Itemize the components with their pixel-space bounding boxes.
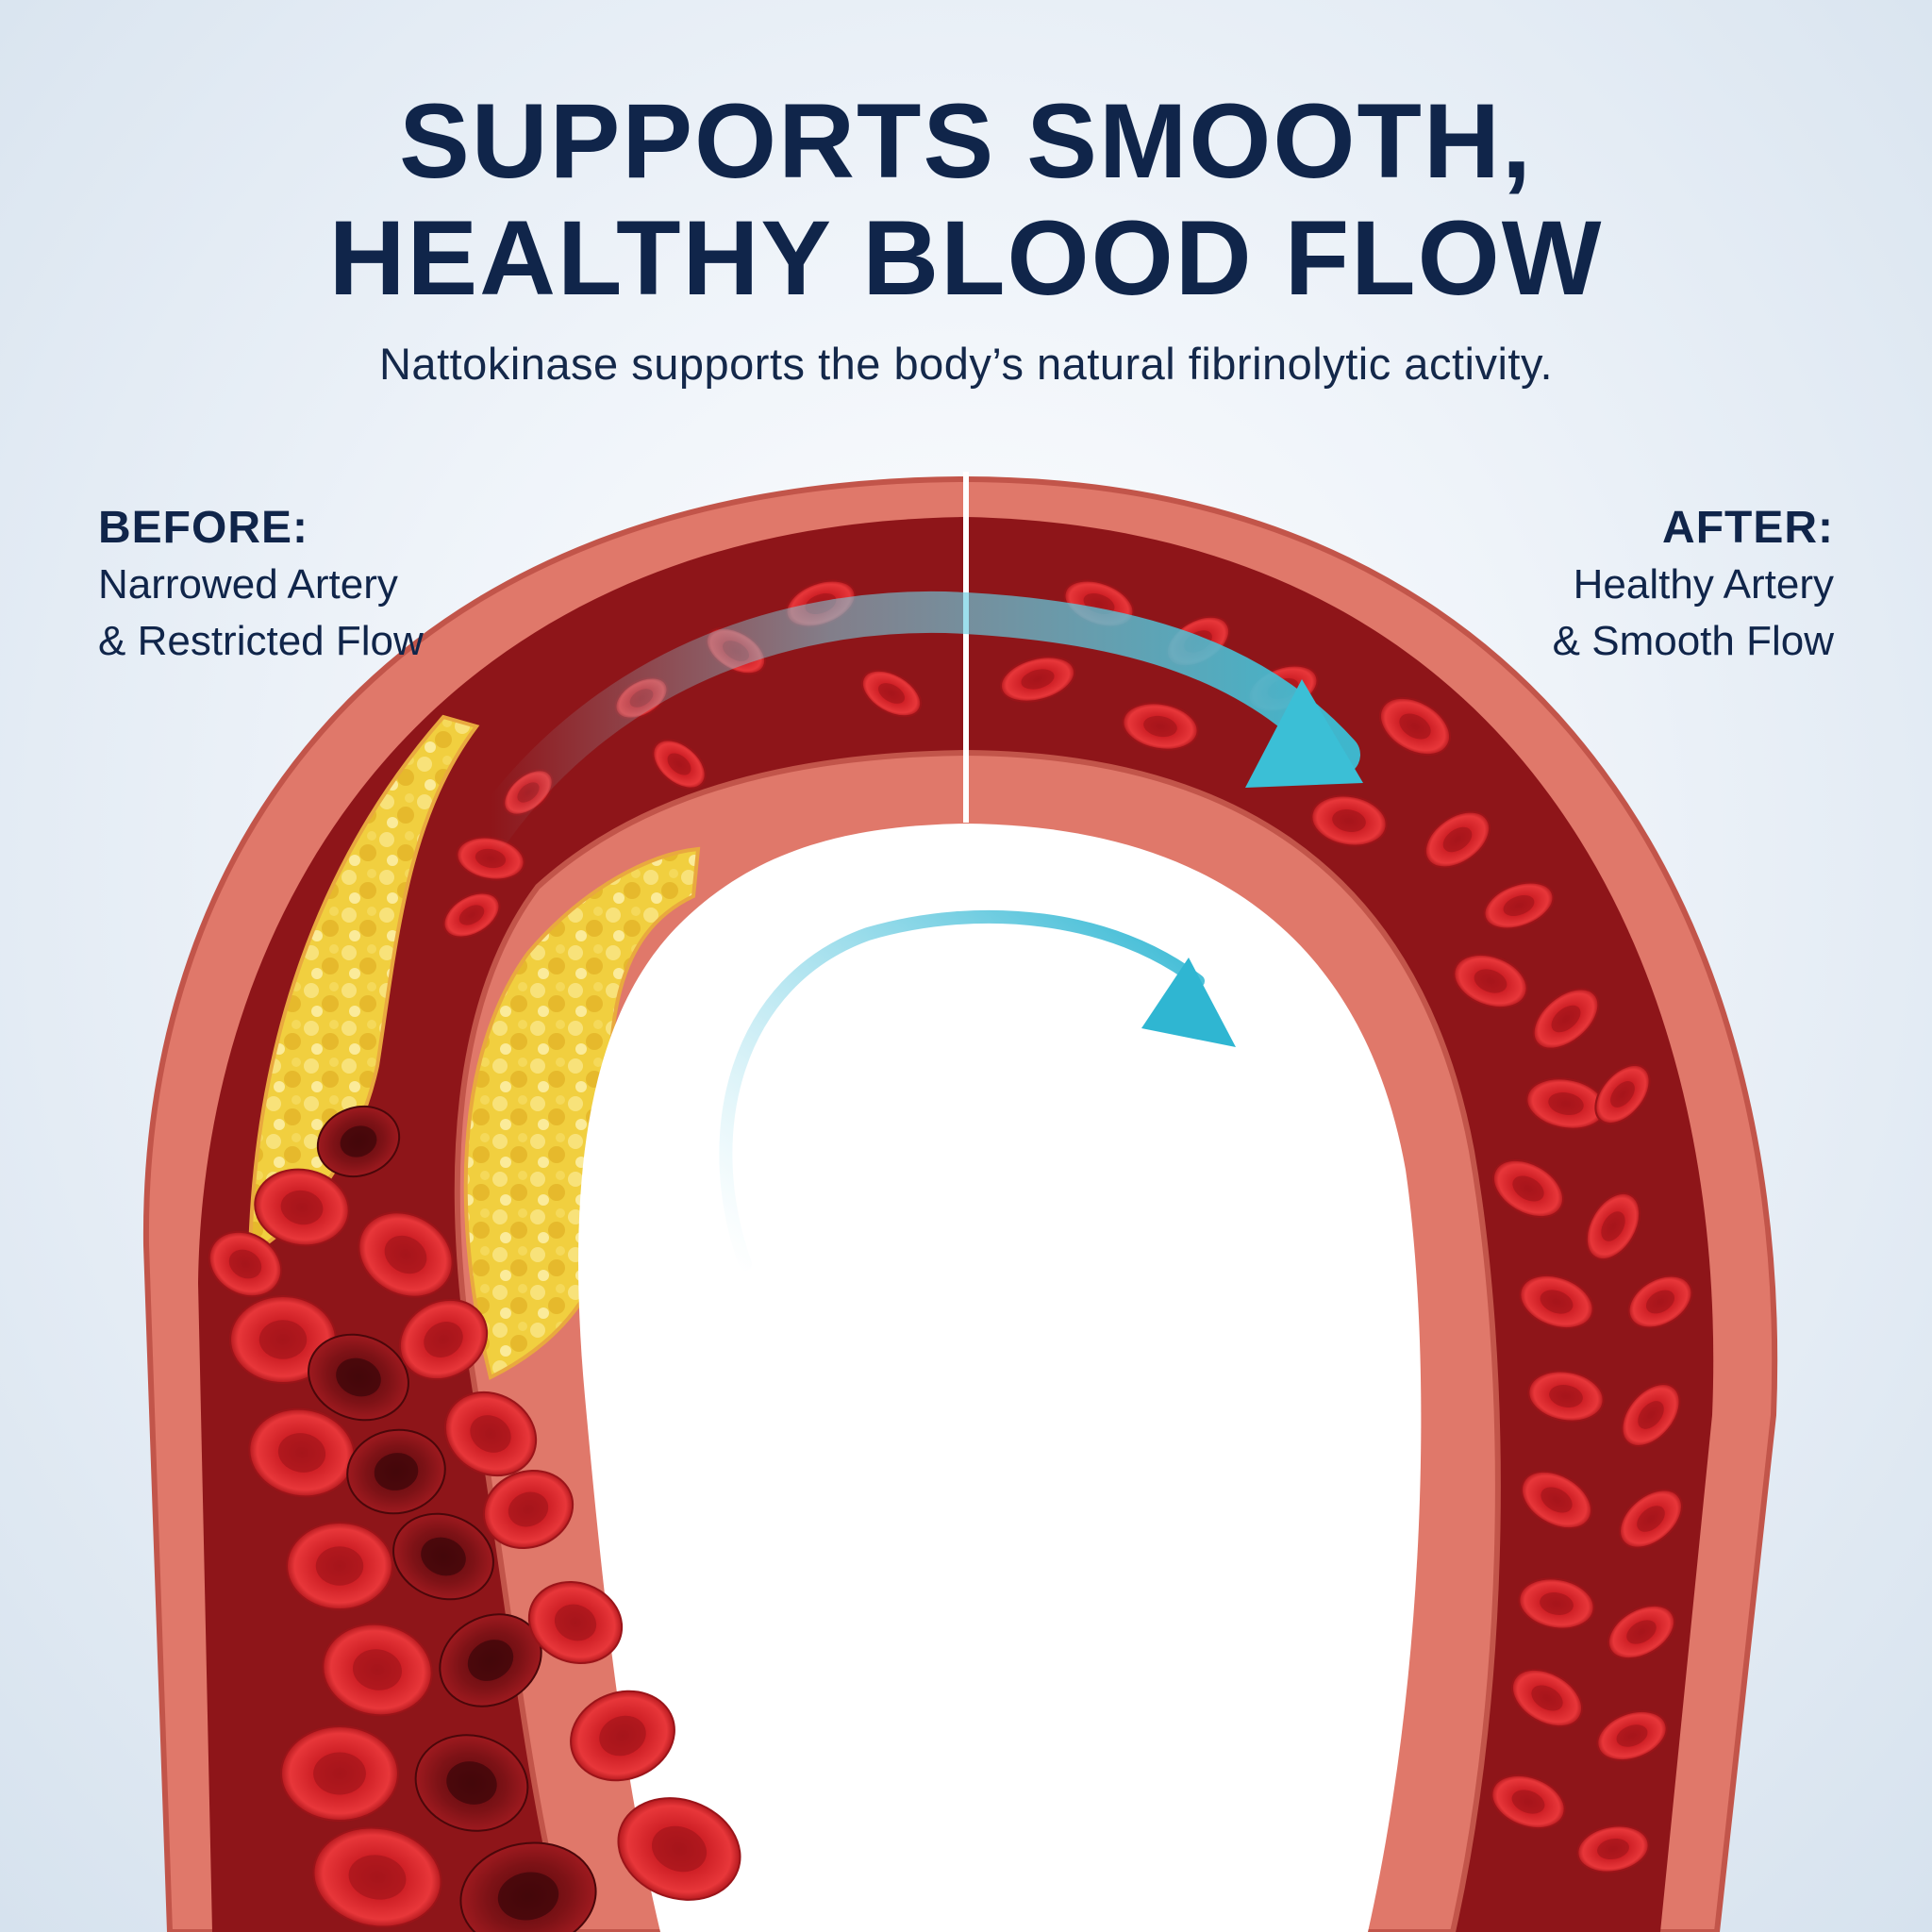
before-title: BEFORE: [98,503,308,553]
red-blood-cell [1518,1577,1595,1630]
red-blood-cell [322,1623,433,1717]
main-title: SUPPORTS SMOOTH, HEALTHY BLOOD FLOW [0,83,1932,317]
red-blood-cell [312,1826,442,1928]
center-space [578,824,1422,1932]
before-label: BEFORE: Narrowed Artery & Restricted Flo… [98,500,424,670]
red-blood-cell [1379,696,1451,757]
red-blood-cell [1122,702,1199,751]
title-line-1: SUPPORTS SMOOTH, [399,82,1533,200]
red-blood-cell [652,739,707,790]
blood-cells [208,579,1693,1932]
red-blood-cell [1310,794,1388,847]
red-blood-cell [482,1469,575,1550]
red-blood-cell [1621,1383,1681,1447]
red-blood-cell [414,1734,529,1832]
red-blood-cell [208,1230,283,1298]
red-blood-cell [308,1333,409,1422]
red-blood-cell [456,836,525,881]
red-blood-cell [860,669,923,718]
red-blood-cell [442,891,501,939]
red-blood-cell [1627,1274,1693,1329]
flow-arrow-inner [719,909,1205,1271]
red-blood-cell [617,1797,741,1901]
red-blood-cell [392,1512,494,1601]
red-blood-cell [1585,1191,1641,1261]
flow-arrow-main-head [1245,679,1363,788]
before-line-2: & Restricted Flow [98,618,424,664]
red-blood-cell [1619,1489,1683,1549]
red-blood-cell [316,1105,401,1178]
title-line-2: HEALTHY BLOOD FLOW [328,199,1604,317]
red-blood-cell [1453,953,1528,1009]
red-blood-cell [1511,1668,1583,1728]
after-label: AFTER: Healthy Artery & Smooth Flow [1553,500,1834,670]
red-blood-cell [1527,1370,1605,1423]
red-blood-cell [443,1391,538,1477]
after-line-1: Healthy Artery [1573,561,1834,608]
red-blood-cell [1594,1064,1651,1124]
red-blood-cell [1519,1274,1594,1330]
after-line-2: & Smooth Flow [1552,618,1834,664]
red-blood-cell [358,1211,454,1298]
before-line-1: Narrowed Artery [98,561,398,608]
red-blood-cell [1521,1470,1592,1530]
red-blood-cell [999,656,1076,703]
red-blood-cell [1532,988,1600,1050]
red-blood-cell [1491,1774,1566,1830]
red-blood-cell [1607,1604,1676,1660]
after-title: AFTER: [1662,503,1834,553]
red-blood-cell [1596,1709,1668,1762]
red-blood-cell [527,1580,624,1665]
red-blood-cell [570,1690,675,1782]
flow-arrow-inner-head [1141,958,1236,1047]
red-blood-cell [280,1725,399,1822]
red-blood-cell [248,1407,356,1498]
red-blood-cell [1483,881,1555,930]
subtitle: Nattokinase supports the body’s natural … [378,339,1554,389]
red-blood-cell [459,1841,597,1932]
red-blood-cell [398,1298,489,1381]
red-blood-cell [254,1168,350,1247]
red-blood-cell [1576,1824,1650,1874]
flow-arrow-main [470,591,1360,851]
red-blood-cell [1424,810,1491,869]
red-blood-cell [1492,1158,1564,1219]
red-blood-cell [286,1522,393,1610]
red-blood-cell [346,1428,446,1515]
